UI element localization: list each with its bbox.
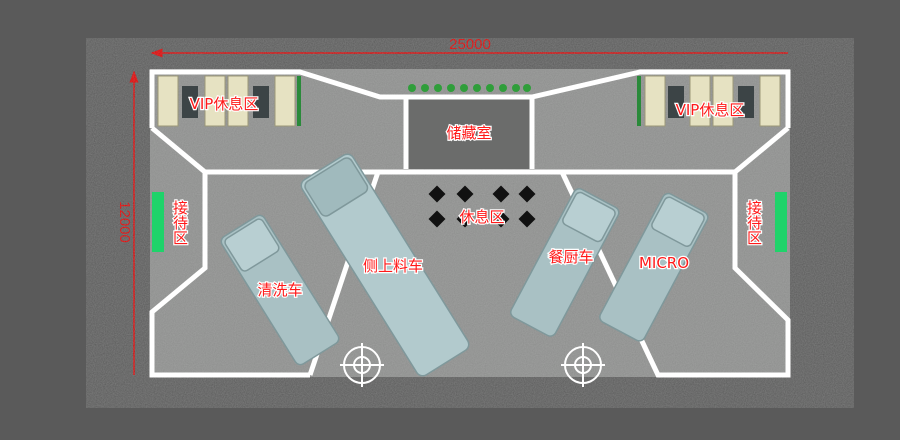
side-loader-label: 侧上料车	[363, 257, 423, 275]
lounge-label: 休息区	[459, 208, 504, 226]
vip-lounge-right-label: VIP休息区	[676, 101, 745, 119]
storage-label: 储藏室	[446, 124, 491, 142]
micro-truck	[599, 192, 709, 342]
plants	[408, 84, 531, 92]
reception-left-label: 接待区	[171, 200, 189, 245]
wash-truck	[220, 214, 340, 366]
kitchen-truck	[510, 188, 620, 337]
turntable-icon-left	[340, 343, 384, 387]
walls	[149, 69, 791, 378]
storage-room	[406, 97, 532, 169]
height-dimension: 12000	[116, 201, 133, 243]
vehicles	[220, 153, 709, 377]
vip-sofas-left	[157, 75, 296, 127]
vip-sofas-right	[644, 75, 781, 127]
reception-right-label: 接待区	[745, 200, 763, 245]
width-dimension: 25000	[449, 36, 491, 53]
turntable-icon-right	[561, 343, 605, 387]
lounge-chairs	[428, 185, 536, 228]
reception-panel-right	[775, 192, 787, 252]
micro-label: MICRO	[639, 254, 689, 272]
reception-panel-left	[152, 192, 164, 252]
wash-truck-label: 清洗车	[257, 281, 302, 299]
vip-lounge-left-label: VIP休息区	[190, 95, 259, 113]
kitchen-truck-label: 餐厨车	[548, 248, 593, 266]
side-loader-truck	[300, 153, 470, 377]
